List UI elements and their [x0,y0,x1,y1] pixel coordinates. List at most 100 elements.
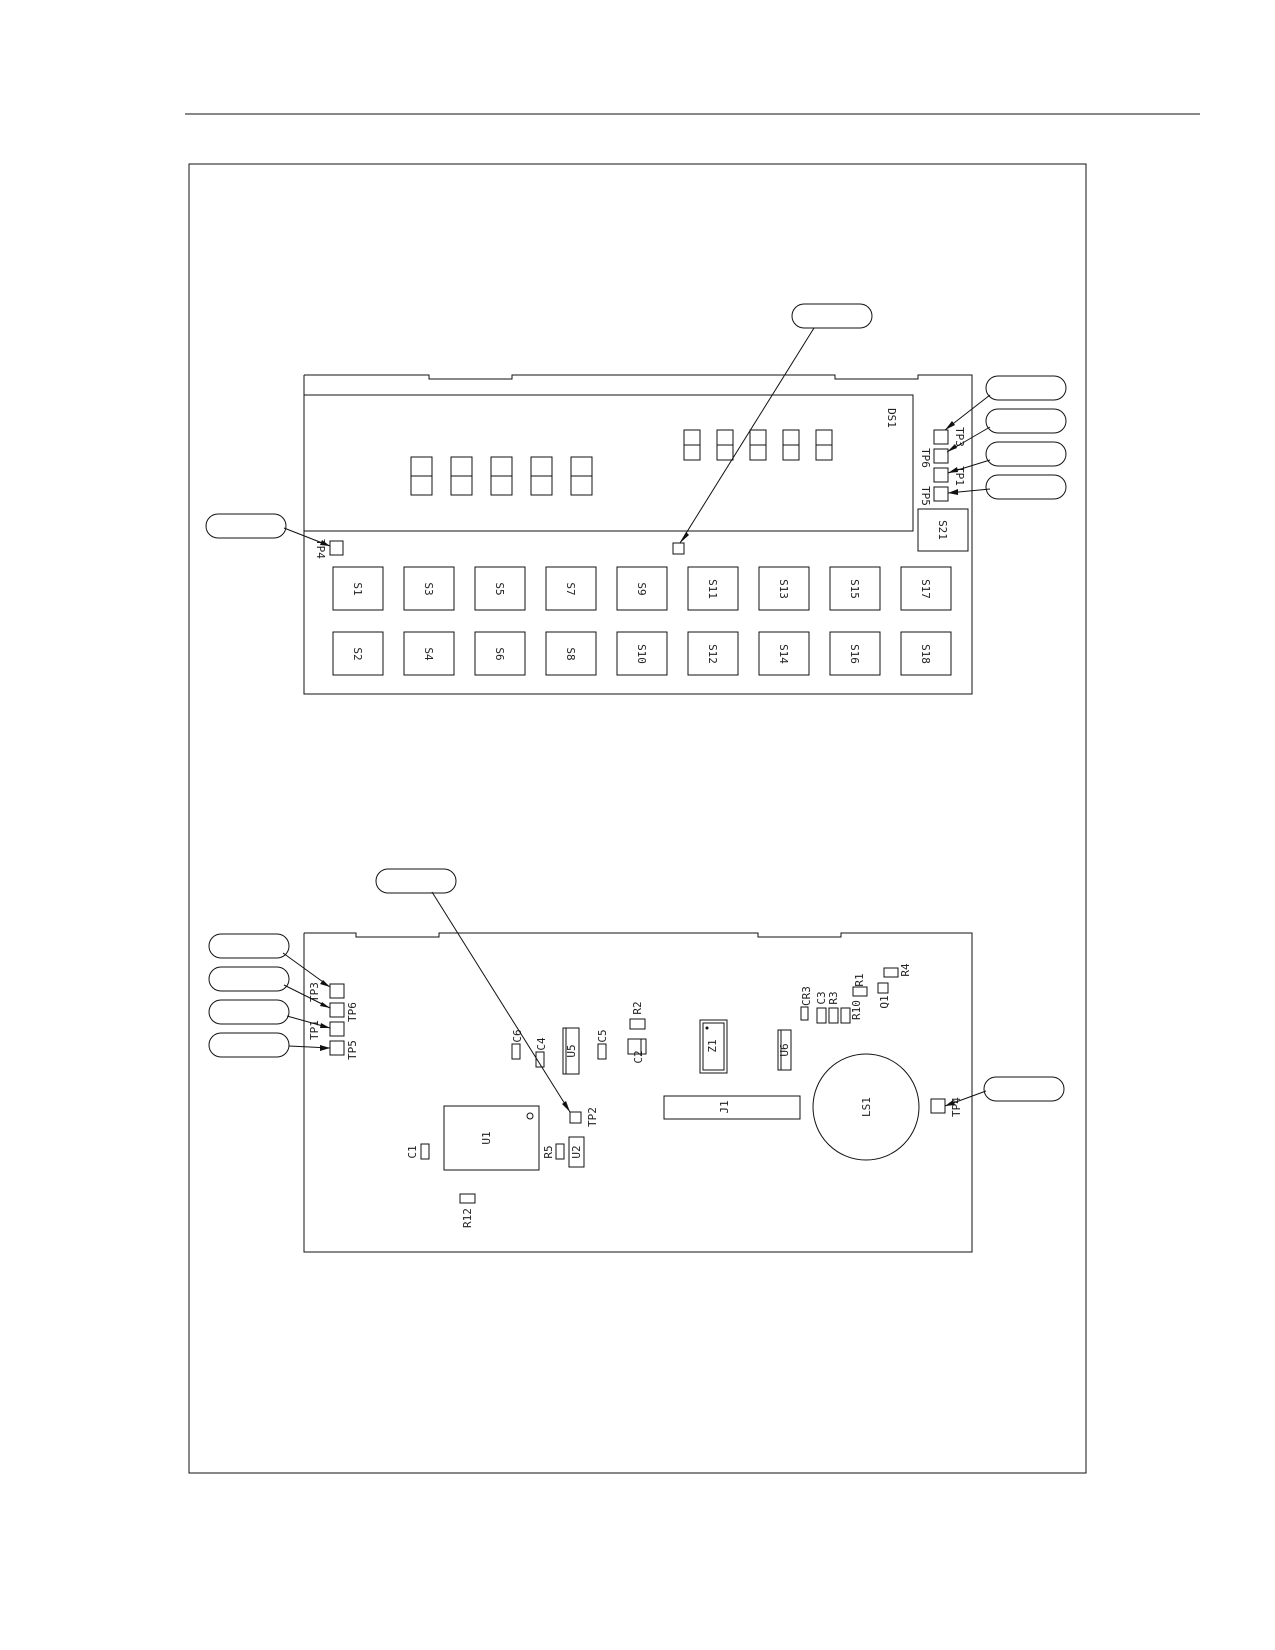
tp1-pad-top [933,467,949,483]
tp3-label-top: TP3 [953,427,966,447]
s6-label: S6 [493,647,506,660]
u2-label: U2 [570,1145,583,1158]
tp5-label-top: TP5 [919,486,932,506]
tp5-label-bottom: TP5 [346,1040,359,1060]
r5-part [555,1143,565,1160]
j1-connector [663,1095,801,1120]
u6-label: U6 [778,1043,791,1056]
ls1-label: LS1 [860,1097,873,1117]
callout-bottom-right [983,1076,1065,1102]
s1-label: S1 [351,582,364,595]
callout-bottom-center [375,868,457,894]
q1-part [877,982,889,994]
tp6-label-bottom: TP6 [346,1002,359,1022]
s13-label: S13 [777,579,790,599]
tp3-pad-top [933,429,949,445]
c3-label: C3 [815,991,828,1004]
callout-top-center [791,303,873,329]
r2-part [629,1018,646,1030]
keypad: S1 S2 S3 S4 S5 S6 S7 S8 S9 S10 S11 S12 S… [332,566,952,676]
s11-label: S11 [706,579,719,599]
u6-chip [777,1029,792,1071]
tp2-pad-top [672,542,685,555]
r4-part [883,967,899,978]
cr3-part [800,1006,809,1021]
s7-label: S7 [564,582,577,595]
s4-label: S4 [422,647,435,661]
c6-part [511,1043,521,1060]
tp5-pad-top [933,486,949,502]
callout-bottom-l4 [208,1032,290,1058]
callout-top-r2 [985,408,1067,434]
callout-bottom-l2 [208,966,290,992]
s21-switch [917,508,969,552]
ds1-display [303,394,914,532]
s5-label: S5 [493,582,506,595]
c1-part [420,1143,430,1160]
callout-bottom-l1 [208,933,290,959]
callout-top-left [205,513,287,539]
u2-chip [568,1136,585,1168]
r1-part [852,986,868,997]
top-callouts [205,303,1067,547]
tp6-pad-top [933,448,949,464]
r4-label: R4 [899,963,912,977]
z1-label: Z1 [706,1039,719,1052]
r3-label: R3 [827,991,840,1004]
c5-part [597,1043,607,1060]
z1-part [699,1019,728,1074]
ds1-label: DS1 [885,408,898,428]
tp1-label-bottom: TP1 [308,1020,321,1040]
s12-label: S12 [706,644,719,664]
c3-part [816,1007,827,1024]
callout-top-r4 [985,474,1067,500]
r10-label: R10 [850,1000,863,1020]
c5-label: C5 [596,1029,609,1042]
s15-label: S15 [848,579,861,599]
c2-label: C2 [632,1050,645,1063]
r5-label: R5 [542,1145,555,1158]
callout-top-r1 [985,375,1067,401]
u5-label: U5 [565,1044,578,1057]
small-digits [683,429,833,461]
j1-label: J1 [718,1100,731,1113]
figure-frame [188,163,1087,1474]
tp3-pad-bottom [329,983,345,999]
top-board-outline [303,374,973,695]
s21-label: S21 [936,520,949,540]
tp2-pad-bottom [569,1111,582,1124]
u1-chip [443,1105,540,1171]
c1-label: C1 [406,1145,419,1158]
u1-label: U1 [480,1131,493,1144]
s9-label: S9 [635,582,648,595]
callout-bottom-l3 [208,999,290,1025]
r12-label: R12 [461,1208,474,1228]
s14-label: S14 [777,644,790,664]
bottom-board: TP3 TP6 TP1 TP5 U1 C1 R12 R5 U2 TP2 C6 C… [208,868,1065,1253]
s3-label: S3 [422,582,435,595]
s2-label: S2 [351,647,364,660]
tp3-label-bottom: TP3 [308,982,321,1002]
tp1-pad-bottom [329,1021,345,1037]
c4-part [535,1051,545,1068]
q1-label: Q1 [878,995,891,1008]
callout-top-r3 [985,441,1067,467]
tp4-pad-top [329,540,344,556]
r10-part [840,1007,851,1024]
tp5-pad-bottom [329,1040,345,1056]
r12-part [459,1193,476,1204]
s16-label: S16 [848,644,861,664]
cr3-label: CR3 [800,986,813,1006]
tp6-pad-bottom [329,1002,345,1018]
r2-label: R2 [631,1001,644,1014]
ls1-speaker [812,1053,920,1161]
s18-label: S18 [919,644,932,664]
tp2-label-bottom: TP2 [586,1107,599,1127]
large-digits [410,456,593,496]
s17-label: S17 [919,579,932,599]
tp6-label-top: TP6 [919,448,932,468]
s8-label: S8 [564,647,577,660]
tp4-pad-bottom [930,1098,946,1114]
u5-chip [562,1027,580,1075]
